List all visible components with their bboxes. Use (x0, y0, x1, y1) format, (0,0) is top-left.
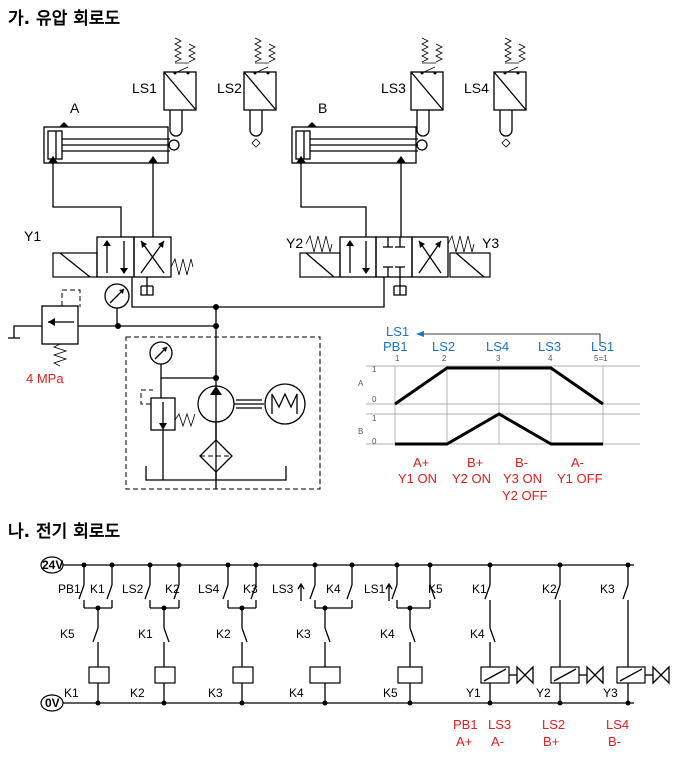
electric-section-title: 나. 전기 회로도 (8, 522, 120, 542)
contact-pb1: PB1 (58, 582, 81, 596)
timing-step-4: 5=1 (594, 354, 608, 363)
contact-k3-c: K3 (296, 627, 311, 641)
timing-row-a: A (358, 379, 364, 388)
timing-signal-a (394, 366, 604, 406)
coil-y2: Y2 (536, 686, 551, 700)
timing-feedback-label: LS1 (386, 324, 409, 339)
contact-k3-a: K3 (243, 582, 258, 596)
cylinder-a: A (43, 100, 180, 164)
limit-switch-ls1: LS1 (132, 37, 197, 137)
note-y1-off: Y1 OFF (557, 471, 603, 486)
contact-k1-c: K1 (138, 627, 153, 641)
timing-top-label-4: LS1 (591, 339, 614, 354)
contact-k2-c: K2 (216, 627, 231, 641)
coil-k4: K4 (289, 686, 304, 700)
note-a-minus-2: A- (491, 734, 504, 749)
timing-step-1: 2 (442, 354, 447, 363)
ls3-label: LS3 (381, 80, 406, 96)
contact-k1-b: K1 (472, 582, 487, 596)
contact-k4-b: K4 (380, 627, 395, 641)
cylinder-a-label: A (70, 100, 80, 116)
y3-label: Y3 (482, 235, 499, 251)
relief-valve-external: 4 MPa (8, 289, 81, 386)
pressure-gauge-main (104, 283, 130, 326)
coil-k3: K3 (208, 686, 223, 700)
contact-ls1: LS1 (364, 582, 386, 596)
timing-b-level-1: 1 (372, 414, 377, 423)
limit-switch-ls4: LS4 (464, 37, 527, 148)
contact-k4-c: K4 (470, 627, 485, 641)
contact-ls2: LS2 (122, 582, 144, 596)
contact-ls3: LS3 (272, 582, 294, 596)
note-pb1: PB1 (453, 717, 478, 732)
note-y1-on: Y1 ON (398, 471, 437, 486)
coil-y1: Y1 (466, 686, 481, 700)
limit-switch-ls2: LS2 (217, 37, 277, 148)
timing-b-level-0: 0 (372, 437, 377, 446)
note-b-minus: B- (515, 455, 528, 470)
hydraulic-section-title: 가. 유압 회로도 (8, 8, 120, 29)
ls2-label: LS2 (217, 80, 242, 96)
timing-signal-b (395, 412, 603, 446)
timing-a-level-0: 0 (372, 395, 377, 404)
note-a-minus: A- (571, 455, 584, 470)
note-a-plus: A+ (413, 455, 429, 470)
contact-k4-a: K4 (326, 582, 341, 596)
timing-top-label-2: LS4 (486, 339, 509, 354)
note-b-minus-2: B- (608, 734, 621, 749)
note-a-plus-2: A+ (456, 734, 472, 749)
contact-k3-b: K3 (600, 582, 615, 596)
y1-label: Y1 (24, 228, 41, 244)
coil-k2: K2 (130, 686, 145, 700)
contact-k5-b: K5 (60, 627, 75, 641)
timing-top-label-3: LS3 (538, 339, 561, 354)
note-y2-off: Y2 OFF (502, 488, 548, 503)
contact-k2-a: K2 (165, 582, 180, 596)
contact-ls4: LS4 (198, 582, 220, 596)
valve-y2-y3: Y2 Y3 (286, 234, 499, 296)
contact-k2-b: K2 (542, 582, 557, 596)
supply-24v: 24V (42, 558, 63, 572)
coil-y3: Y3 (603, 686, 618, 700)
timing-a-level-1: 1 (372, 365, 377, 374)
note-b-plus: B+ (467, 455, 483, 470)
y2-label: Y2 (286, 235, 303, 251)
note-ls2: LS2 (542, 717, 565, 732)
timing-top-label-1: LS2 (432, 339, 455, 354)
electric-circuit: 24V 0V (40, 556, 670, 749)
timing-row-b: B (358, 427, 363, 436)
timing-diagram: LS1 PB1 LS2 LS4 LS3 LS1 1 2 3 4 5=1 A B … (358, 324, 640, 503)
coil-k1: K1 (64, 686, 79, 700)
supply-0v: 0V (45, 696, 60, 710)
note-ls3: LS3 (488, 717, 511, 732)
timing-step-3: 4 (548, 354, 553, 363)
contact-k1-a: K1 (90, 582, 105, 596)
timing-top-label-0: PB1 (383, 339, 408, 354)
note-y2-on: Y2 ON (452, 471, 491, 486)
timing-step-0: 1 (395, 354, 400, 363)
contact-k5-a: K5 (428, 582, 443, 596)
note-b-plus-2: B+ (543, 734, 559, 749)
note-ls4: LS4 (606, 717, 629, 732)
ls1-label: LS1 (132, 80, 157, 96)
limit-switch-ls3: LS3 (381, 37, 444, 137)
coil-k5: K5 (383, 686, 398, 700)
relief-pressure: 4 MPa (26, 371, 64, 386)
ls4-label: LS4 (464, 80, 489, 96)
cylinder-b-label: B (318, 100, 327, 116)
cylinder-b: B (291, 100, 428, 164)
valve-y1: Y1 (24, 228, 194, 296)
timing-step-2: 3 (496, 354, 501, 363)
note-y3-on: Y3 ON (503, 471, 542, 486)
power-unit (125, 336, 321, 490)
